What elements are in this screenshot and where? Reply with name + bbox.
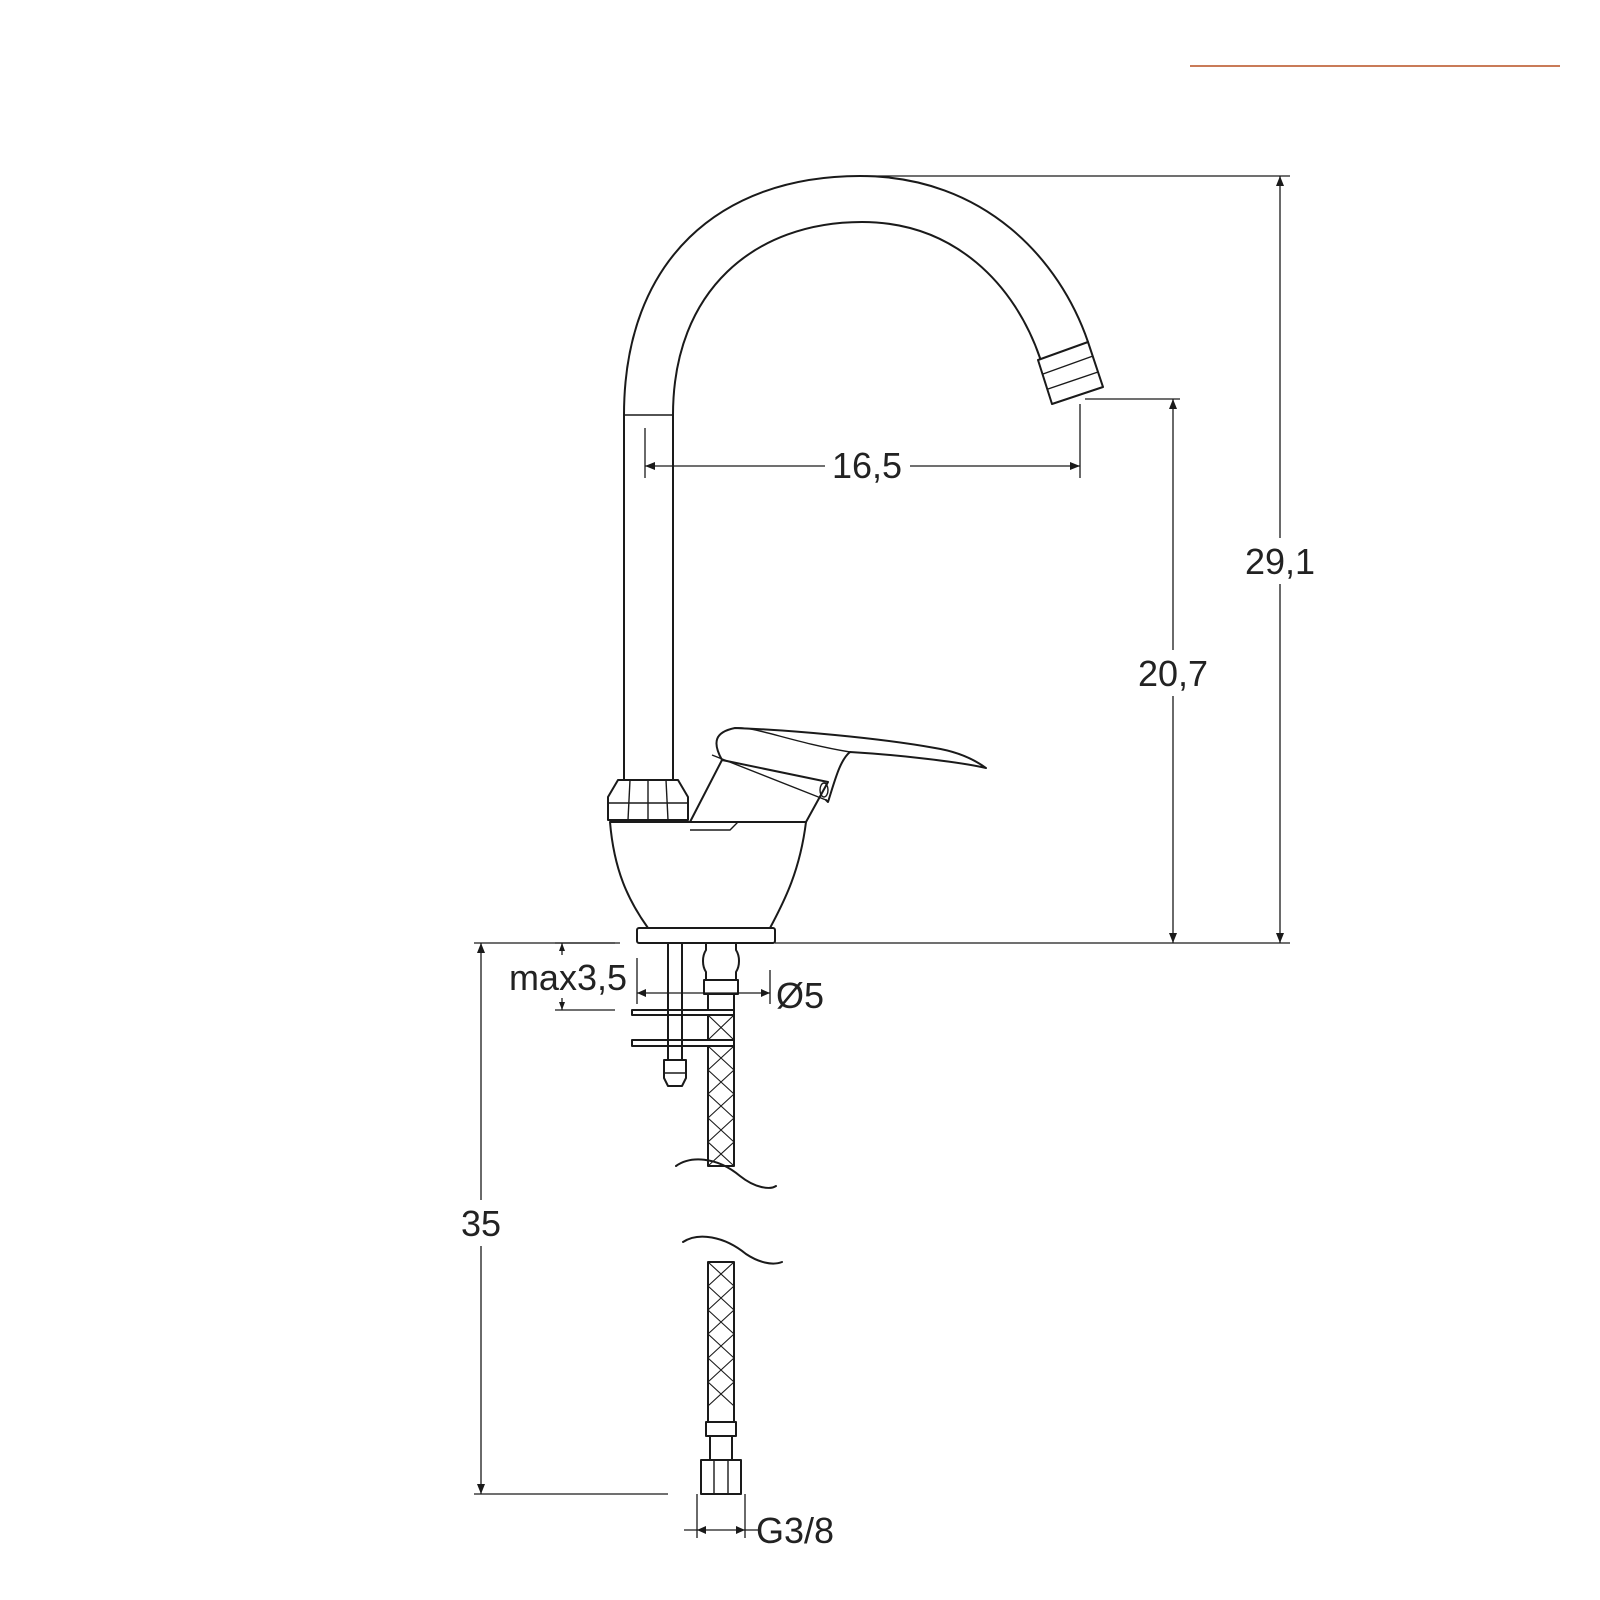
dim-label-spout-reach: 16,5 [832, 445, 902, 486]
mixer-body [609, 821, 807, 929]
washer-upper [631, 1009, 735, 1016]
dimension-max-thickness: max3,5 [509, 942, 627, 1011]
hose-lower [707, 1261, 735, 1423]
faucet-outline [607, 175, 1104, 1495]
spout-inner [672, 221, 1041, 781]
dimension-spout-reach: 16,5 [644, 404, 1081, 486]
dim-label-spout-height: 20,7 [1138, 653, 1208, 694]
dimension-hose-length: 35 [451, 942, 668, 1495]
lever-plate [690, 821, 740, 831]
washer-lower [631, 1039, 735, 1047]
dimension-total-height: 29,1 [775, 175, 1322, 944]
dimension-spout-height: 20,7 [1085, 398, 1215, 943]
hose-upper [707, 1014, 735, 1167]
hose-fitting-bottom [700, 1421, 742, 1495]
dimension-hole-diameter: Ø5 [636, 958, 824, 1016]
spout-nut [607, 779, 689, 821]
dim-label-thread: G3/8 [756, 1510, 834, 1551]
break-line-lower [682, 1235, 783, 1265]
dim-label-max-thickness: max3,5 [509, 957, 627, 998]
dimension-thread: G3/8 [684, 1494, 834, 1551]
base-flange [636, 927, 776, 944]
break-line-upper [675, 1158, 777, 1189]
spout-outer [623, 175, 1089, 781]
handle-lever [689, 727, 987, 823]
dim-label-hole-diameter: Ø5 [776, 975, 824, 1016]
aerator [1037, 341, 1104, 405]
hose-fitting-top [702, 942, 740, 1011]
dim-label-hose-length: 35 [461, 1203, 501, 1244]
dim-label-total-height: 29,1 [1245, 541, 1315, 582]
